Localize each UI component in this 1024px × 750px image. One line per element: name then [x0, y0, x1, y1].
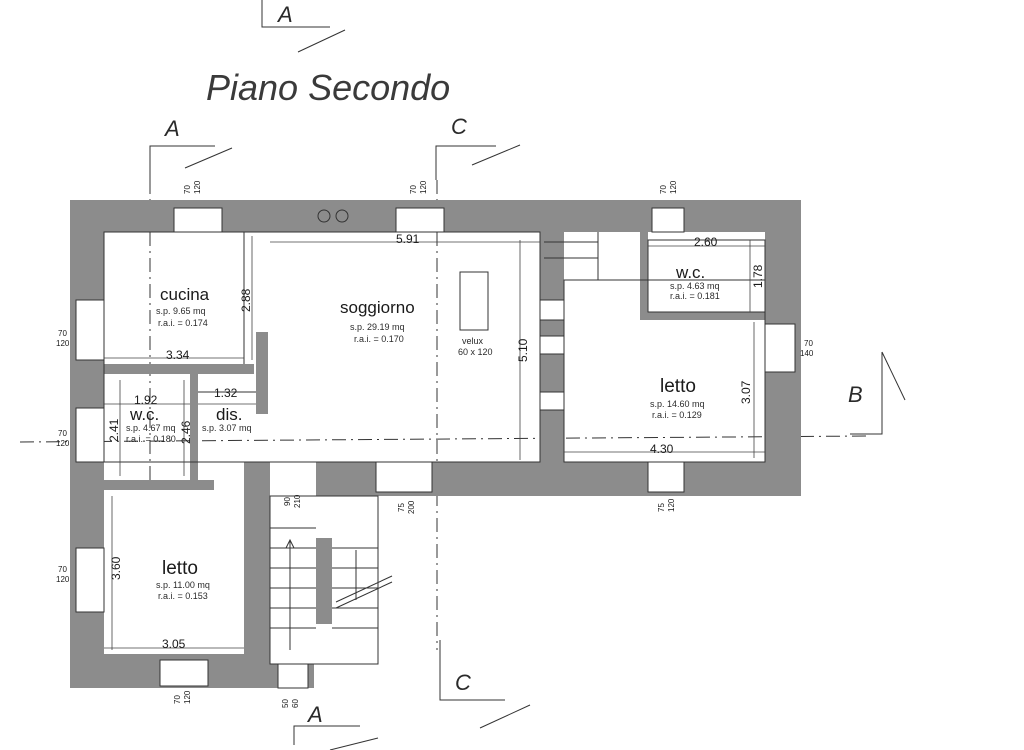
svg-text:letto: letto: [162, 558, 198, 579]
svg-text:70: 70: [183, 185, 192, 194]
svg-text:120: 120: [667, 498, 676, 512]
dimension-lines: [104, 236, 765, 650]
svg-text:A: A: [306, 702, 323, 727]
svg-text:200: 200: [407, 500, 416, 514]
openings: [75, 207, 796, 689]
svg-text:s.p. 14.60 mq: s.p. 14.60 mq: [650, 399, 705, 409]
svg-text:soggiorno: soggiorno: [340, 298, 415, 317]
svg-text:3.34: 3.34: [166, 348, 190, 362]
room-wc-top: w.c. s.p. 4.63 mq r.a.i. = 0.181: [670, 263, 720, 301]
velux-label: velux 60 x 120: [458, 336, 493, 357]
svg-text:C: C: [455, 670, 471, 695]
room-dis: dis. s.p. 3.07 mq: [202, 405, 252, 433]
svg-text:120: 120: [183, 690, 192, 704]
svg-text:w.c.: w.c.: [129, 405, 159, 424]
section-marker-b-right: B: [848, 351, 906, 435]
room-letto-left: letto s.p. 11.00 mq r.a.i. = 0.153: [156, 558, 210, 601]
svg-text:B: B: [848, 382, 863, 407]
section-marker-a-top: A: [261, 0, 346, 53]
room-cucina: cucina s.p. 9.65 mq r.a.i. = 0.174: [156, 285, 210, 328]
room-wc-left: w.c. s.p. 4.67 mq r.a.i. = 0.180: [126, 405, 176, 444]
svg-text:r.a.i. = 0.129: r.a.i. = 0.129: [652, 410, 702, 420]
svg-text:s.p. 29.19 mq: s.p. 29.19 mq: [350, 322, 405, 332]
room-soggiorno: soggiorno s.p. 29.19 mq r.a.i. = 0.170: [340, 298, 415, 344]
svg-text:4.30: 4.30: [650, 442, 674, 456]
plan-title: Piano Secondo: [206, 67, 450, 108]
svg-text:210: 210: [293, 494, 302, 508]
section-marker-a-bottom: A: [293, 702, 379, 750]
svg-text:1.78: 1.78: [751, 264, 765, 288]
svg-text:A: A: [276, 2, 293, 27]
svg-text:120: 120: [419, 180, 428, 194]
staircase: [270, 527, 393, 650]
svg-text:w.c.: w.c.: [675, 263, 705, 282]
svg-text:120: 120: [56, 339, 70, 348]
svg-text:3.07: 3.07: [739, 380, 753, 404]
svg-text:70: 70: [58, 429, 67, 438]
svg-text:70: 70: [804, 339, 813, 348]
svg-text:3.60: 3.60: [109, 556, 123, 580]
svg-text:s.p. 4.67 mq: s.p. 4.67 mq: [126, 423, 176, 433]
svg-text:70: 70: [58, 565, 67, 574]
svg-text:2.88: 2.88: [239, 288, 253, 312]
room-letto-right: letto s.p. 14.60 mq r.a.i. = 0.129: [650, 376, 705, 420]
svg-text:5.91: 5.91: [396, 232, 420, 246]
svg-text:2.46: 2.46: [179, 420, 193, 444]
svg-text:70: 70: [409, 185, 418, 194]
svg-text:1.92: 1.92: [134, 393, 158, 407]
svg-text:r.a.i. = 0.153: r.a.i. = 0.153: [158, 591, 208, 601]
svg-text:140: 140: [800, 349, 814, 358]
svg-text:120: 120: [56, 575, 70, 584]
svg-text:dis.: dis.: [216, 405, 242, 424]
dimension-labels: 5.91 2.60 1.78 2.88 3.34 5.10 3.07 4.30 …: [107, 232, 765, 651]
svg-text:r.a.i. = 0.170: r.a.i. = 0.170: [354, 334, 404, 344]
svg-text:letto: letto: [660, 376, 696, 397]
svg-text:70: 70: [659, 185, 668, 194]
svg-text:70: 70: [58, 329, 67, 338]
svg-text:A: A: [163, 116, 180, 141]
svg-text:50: 50: [281, 699, 290, 708]
svg-text:cucina: cucina: [160, 285, 210, 304]
svg-text:75: 75: [397, 503, 406, 512]
svg-text:120: 120: [193, 180, 202, 194]
svg-text:5.10: 5.10: [516, 338, 530, 362]
opening-labels: 70 120 70 120 70 120 70 120 70 120 70 12…: [56, 180, 814, 708]
svg-text:s.p. 9.65 mq: s.p. 9.65 mq: [156, 306, 206, 316]
svg-text:C: C: [451, 114, 467, 139]
svg-text:s.p. 3.07 mq: s.p. 3.07 mq: [202, 423, 252, 433]
section-marker-c-top: C: [435, 114, 521, 180]
svg-text:velux: velux: [462, 336, 484, 346]
svg-text:2.41: 2.41: [107, 418, 121, 442]
section-marker-c-bottom: C: [439, 640, 531, 729]
svg-text:60 x 120: 60 x 120: [458, 347, 493, 357]
svg-text:s.p. 11.00 mq: s.p. 11.00 mq: [156, 580, 210, 590]
svg-text:s.p. 4.63 mq: s.p. 4.63 mq: [670, 281, 720, 291]
svg-text:70: 70: [173, 695, 182, 704]
svg-text:120: 120: [56, 439, 70, 448]
svg-text:120: 120: [669, 180, 678, 194]
svg-text:1.32: 1.32: [214, 386, 238, 400]
svg-text:60: 60: [291, 699, 300, 708]
svg-text:r.a.i. = 0.174: r.a.i. = 0.174: [158, 318, 208, 328]
svg-text:75: 75: [657, 503, 666, 512]
svg-text:r.a.i. = 0.181: r.a.i. = 0.181: [670, 291, 720, 301]
svg-text:r.a.i. = 0.180: r.a.i. = 0.180: [126, 434, 176, 444]
svg-text:3.05: 3.05: [162, 637, 186, 651]
svg-text:90: 90: [283, 497, 292, 506]
section-marker-a-left: A: [149, 116, 233, 180]
svg-text:2.60: 2.60: [694, 235, 718, 249]
